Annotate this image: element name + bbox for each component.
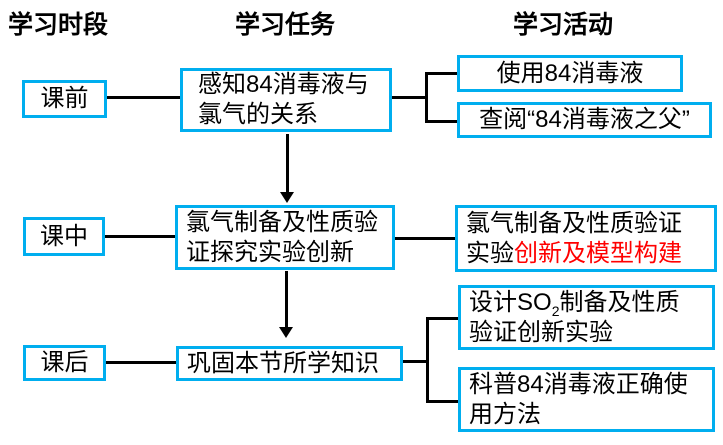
column-header-task: 学习任务 (235, 11, 336, 39)
connector-task2-to-activity (395, 237, 455, 240)
branch-stub-so2 (429, 317, 458, 320)
activity-text-red-highlight: 创新及模型构建 (514, 239, 682, 267)
connector-before-to-task (107, 96, 180, 99)
activity-text-line: 科普84消毒液正确使 (469, 370, 688, 398)
task-text-line: 证探究实验创新 (186, 238, 354, 266)
activity-text-line: 实验创新及模型构建 (466, 239, 682, 269)
task-box-perceive-84: 感知84消毒液与 氯气的关系 (180, 68, 392, 132)
connector-task3-to-branch (403, 360, 429, 363)
activity-box-chlorine-model: 氯气制备及性质验证 实验创新及模型构建 (455, 205, 717, 272)
activity-text-line: 氯气制备及性质验证 (466, 209, 682, 237)
arrow-down-task2-task3-shaft (285, 271, 288, 328)
arrow-down-task1-task2-shaft (286, 134, 289, 193)
branch-stub-use-84 (428, 72, 457, 75)
connector-task1-to-branch (392, 96, 428, 99)
branch-vertical-row1 (425, 72, 428, 123)
so2-text-post: 制备及性质 (559, 288, 680, 316)
activity-text-line: 设计SO2制备及性质 (469, 288, 679, 318)
task-box-chlorine-experiment: 氯气制备及性质验 证探究实验创新 (175, 205, 395, 270)
connector-after-to-task (106, 361, 176, 364)
arrow-down-task2-task3-head (279, 327, 293, 338)
activity-box-lookup-84-father: 查阅“84消毒液之父” (457, 102, 712, 138)
stage-box-after-class: 课后 (23, 345, 106, 381)
task-text-line: 氯气制备及性质验 (186, 208, 378, 236)
stage-label: 课前 (40, 85, 89, 112)
column-header-activity: 学习活动 (513, 11, 614, 39)
stage-box-during-class: 课中 (23, 217, 105, 256)
activity-text-line: 使用84消毒液 (496, 59, 644, 87)
task-box-consolidate-knowledge: 巩固本节所学知识 (176, 346, 403, 381)
stage-label: 课中 (40, 222, 88, 250)
activity-text-line: 查阅“84消毒液之父” (479, 106, 690, 133)
activity-box-use-84: 使用84消毒液 (457, 55, 683, 92)
arrow-down-task1-task2-head (280, 192, 294, 203)
branch-vertical-row3 (426, 317, 429, 403)
stage-box-before-class: 课前 (22, 80, 107, 118)
task-text-line: 巩固本节所学知识 (187, 349, 379, 377)
task-text-line: 感知84消毒液与 (198, 71, 369, 98)
stage-label: 课后 (40, 349, 89, 376)
activity-box-popularize-84: 科普84消毒液正确使 用方法 (458, 367, 715, 432)
activity-text-black: 实验 (466, 239, 514, 267)
activity-text-line: 验证创新实验 (469, 318, 613, 346)
activity-box-so2-design: 设计SO2制备及性质 验证创新实验 (458, 285, 715, 350)
activity-text-line: 用方法 (469, 400, 541, 428)
connector-during-to-task (105, 235, 175, 238)
task-text-line: 氯气的关系 (198, 101, 318, 128)
branch-stub-popularize (429, 400, 458, 403)
so2-text-pre: 设计SO (469, 288, 552, 316)
branch-stub-lookup-84 (428, 120, 457, 123)
so2-subscript: 2 (551, 302, 560, 319)
column-header-stage: 学习时段 (8, 11, 109, 39)
